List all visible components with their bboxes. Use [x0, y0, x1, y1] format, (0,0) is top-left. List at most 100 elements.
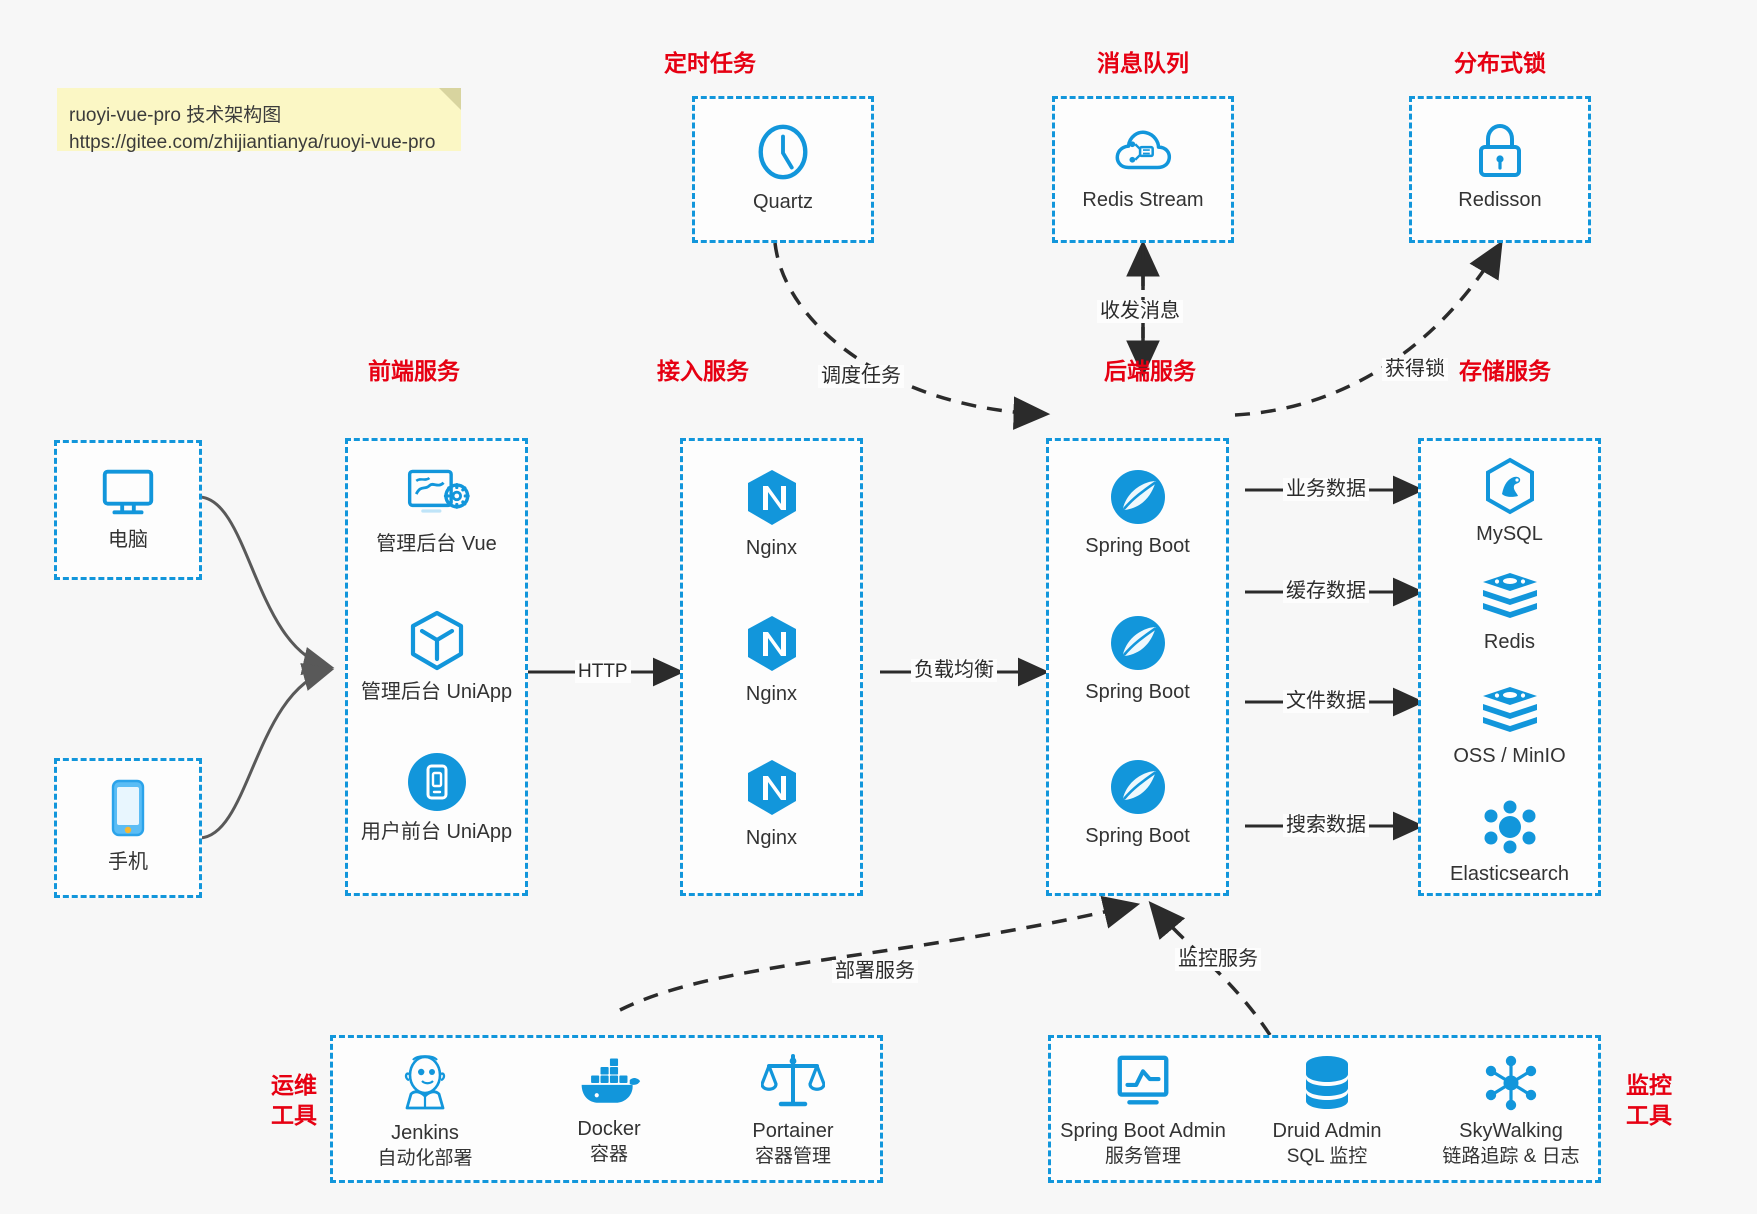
- edge-label-send-receive-message: 收发消息: [1097, 300, 1183, 323]
- docker-icon: [581, 1058, 641, 1103]
- nginx-icon: [747, 470, 796, 525]
- oss-minio-icon: [1482, 687, 1537, 732]
- group-box-gateway: Nginx Nginx Nginx: [680, 438, 863, 896]
- node-redis-stream: Redis Stream: [1055, 123, 1231, 213]
- mobile-app-icon: [407, 753, 466, 811]
- group-title-lock: 分布式锁: [1454, 50, 1546, 76]
- edge-label-cache-data: 缓存数据: [1283, 580, 1369, 603]
- node-docker: Docker 容器: [517, 1056, 701, 1168]
- edge-label-load-balance: 负载均衡: [911, 659, 997, 682]
- node-nginx-1: Nginx: [683, 467, 860, 561]
- node-redis: Redis: [1421, 571, 1598, 655]
- node-label: Jenkins: [391, 1122, 459, 1144]
- node-spring-boot-1: Spring Boot: [1049, 467, 1226, 559]
- group-box-mq: Redis Stream: [1052, 96, 1234, 243]
- clock-icon: [758, 124, 808, 180]
- node-label: Spring Boot: [1085, 825, 1190, 847]
- node-skywalking: SkyWalking 链路追踪 & 日志: [1419, 1054, 1603, 1170]
- spring-boot-icon: [1110, 616, 1165, 670]
- node-nginx-3: Nginx: [683, 757, 860, 851]
- node-label: Redis: [1483, 631, 1536, 653]
- node-phone: 手机: [57, 777, 199, 875]
- node-label: MySQL: [1476, 523, 1543, 545]
- phone-icon: [111, 779, 145, 837]
- node-redisson: Redisson: [1412, 121, 1588, 213]
- group-title-devops-line1: 运维: [271, 1072, 317, 1098]
- note-folded-corner: [439, 88, 461, 110]
- node-spring-boot-3: Spring Boot: [1049, 757, 1226, 849]
- node-label: Nginx: [745, 683, 798, 705]
- node-computer: 电脑: [57, 463, 199, 553]
- node-label: Nginx: [745, 827, 798, 849]
- node-user-uniapp: 用户前台 UniApp: [348, 751, 525, 845]
- desktop-icon: [102, 469, 154, 515]
- edge-label-search-data: 搜索数据: [1283, 814, 1369, 837]
- group-title-mq: 消息队列: [1097, 50, 1189, 76]
- node-portainer: Portainer 容器管理: [701, 1052, 885, 1170]
- node-spring-boot-2: Spring Boot: [1049, 613, 1226, 705]
- nginx-icon: [747, 616, 796, 671]
- node-label: Nginx: [745, 537, 798, 559]
- node-sublabel: 链路追踪 & 日志: [1442, 1146, 1580, 1167]
- skywalking-icon: [1485, 1055, 1537, 1111]
- node-spring-boot-admin: Spring Boot Admin 服务管理: [1051, 1052, 1235, 1170]
- node-sublabel: 容器管理: [754, 1146, 831, 1167]
- diagram-note: ruoyi-vue-pro 技术架构图 https://gitee.com/zh…: [57, 88, 461, 153]
- group-box-backend: Spring Boot Spring Boot Spring Boot: [1046, 438, 1229, 896]
- edge-label-monitor-service: 监控服务: [1175, 948, 1261, 971]
- node-label: Spring Boot Admin: [1060, 1120, 1226, 1142]
- group-box-storage: MySQL Redis OSS / MinIO: [1418, 438, 1601, 896]
- redis-icon: [1482, 573, 1537, 618]
- group-title-monitor-line1: 监控: [1626, 1072, 1672, 1098]
- node-label: Redis Stream: [1082, 189, 1204, 211]
- mysql-icon: [1485, 457, 1534, 515]
- group-title-backend: 后端服务: [1104, 358, 1196, 384]
- spring-boot-icon: [1110, 470, 1165, 524]
- group-title-monitor-line2: 工具: [1626, 1102, 1672, 1128]
- nginx-icon: [747, 760, 796, 815]
- group-title-storage: 存储服务: [1459, 358, 1551, 384]
- node-label: Portainer: [752, 1120, 834, 1142]
- elasticsearch-icon: [1484, 800, 1535, 854]
- node-label: 电脑: [108, 529, 148, 551]
- node-quartz: Quartz: [695, 121, 871, 215]
- node-elasticsearch: Elasticsearch: [1421, 799, 1598, 887]
- node-label: SkyWalking: [1459, 1120, 1563, 1142]
- note-url: https://gitee.com/zhijiantianya/ruoyi-vu…: [69, 132, 436, 153]
- edge-label-http: HTTP: [575, 660, 631, 683]
- node-oss-minio: OSS / MinIO: [1421, 685, 1598, 769]
- node-jenkins: Jenkins 自动化部署: [333, 1052, 517, 1172]
- node-nginx-2: Nginx: [683, 613, 860, 707]
- jenkins-icon: [404, 1055, 446, 1110]
- group-box-frontend: 管理后台 Vue 管理后台 UniApp 用户前台 UniApp: [345, 438, 528, 896]
- group-box-lock: Redisson: [1409, 96, 1591, 243]
- group-box-client-mobile: 手机: [54, 758, 202, 898]
- group-box-scheduler: Quartz: [692, 96, 874, 243]
- group-title-gateway: 接入服务: [657, 358, 749, 384]
- node-admin-uniapp: 管理后台 UniApp: [348, 609, 525, 705]
- node-label: 管理后台 Vue: [376, 533, 497, 555]
- edge-label-deploy-service: 部署服务: [832, 960, 918, 983]
- group-title-monitor: 监控 工具: [1613, 1070, 1685, 1130]
- dashboard-settings-icon: [407, 469, 470, 513]
- node-label: Spring Boot: [1085, 535, 1190, 557]
- group-box-client-pc: 电脑: [54, 440, 202, 580]
- node-label: Druid Admin: [1272, 1120, 1382, 1142]
- edge-label-file-data: 文件数据: [1283, 690, 1369, 713]
- spring-boot-icon: [1110, 760, 1165, 814]
- node-label: Redisson: [1458, 189, 1542, 211]
- node-label: 用户前台 UniApp: [360, 821, 513, 843]
- node-label: OSS / MinIO: [1453, 745, 1566, 767]
- group-box-devops: Jenkins 自动化部署 Docker 容器: [330, 1035, 883, 1183]
- node-label: Spring Boot: [1085, 681, 1190, 703]
- group-box-monitor: Spring Boot Admin 服务管理 Druid Admin SQL 监…: [1048, 1035, 1601, 1183]
- database-icon: [1306, 1056, 1348, 1109]
- node-sublabel: SQL 监控: [1286, 1146, 1368, 1167]
- cloud-stream-icon: [1115, 130, 1172, 170]
- edge-label-business-data: 业务数据: [1283, 478, 1369, 501]
- monitor-chart-icon: [1117, 1055, 1169, 1105]
- edge-label-schedule-task: 调度任务: [818, 365, 904, 388]
- node-sublabel: 服务管理: [1104, 1146, 1181, 1167]
- node-label: Docker: [577, 1118, 641, 1140]
